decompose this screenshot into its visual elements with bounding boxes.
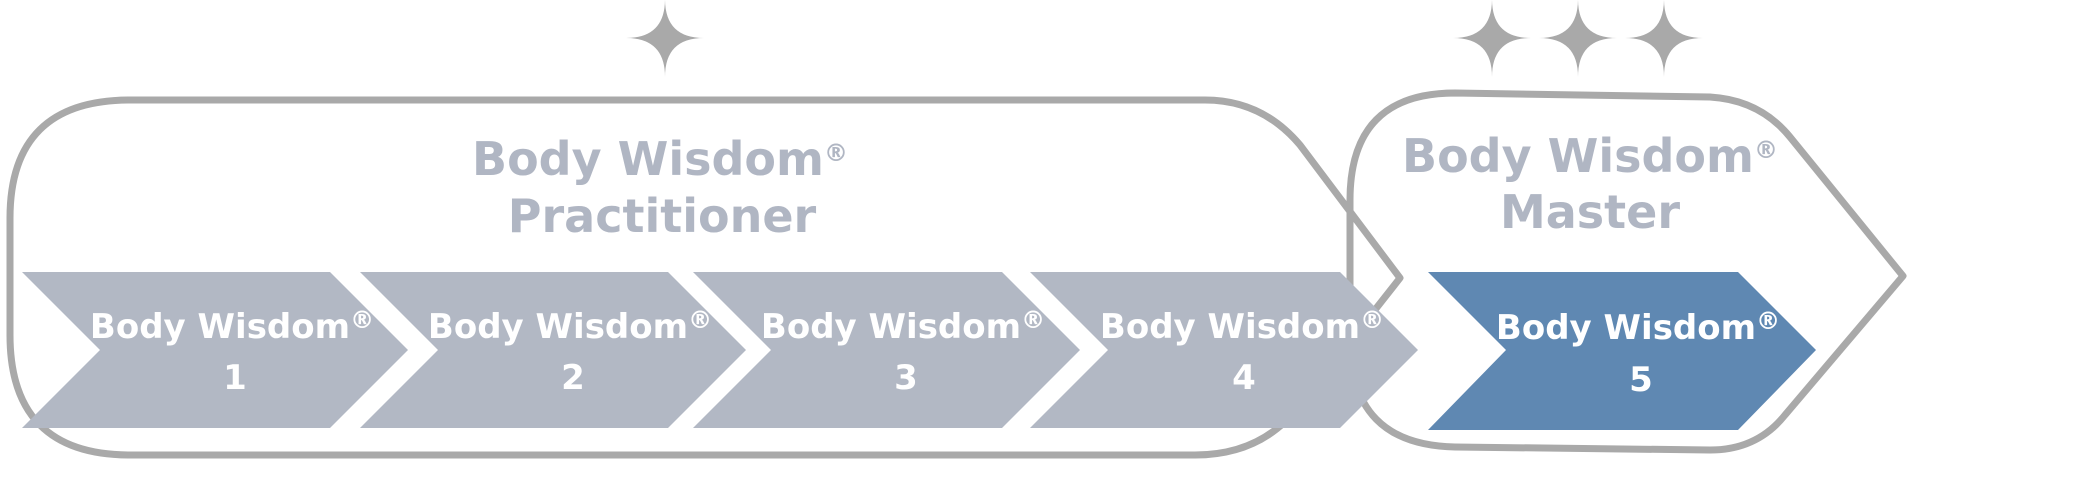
step-1: Body Wisdom® 1 [22, 272, 408, 428]
master-title-registered: ® [1754, 136, 1778, 164]
step-1-chevron [22, 272, 408, 428]
step-5-label: Body Wisdom® [1496, 307, 1780, 348]
step-5-number: 5 [1629, 360, 1653, 400]
practitioner-stars [626, 0, 704, 77]
practitioner-title: Body Wisdom® [472, 132, 848, 186]
step-2-label: Body Wisdom® [428, 306, 712, 347]
step-4: Body Wisdom® 4 [1030, 272, 1418, 428]
step-1-number: 1 [223, 358, 247, 398]
practitioner-title-second-line: Practitioner [508, 189, 817, 243]
master-stars [1453, 0, 1703, 77]
step-3-number: 3 [894, 358, 918, 398]
sparkle-star-icon [626, 0, 704, 77]
step-1-label: Body Wisdom® [90, 306, 374, 347]
step-3-label: Body Wisdom® [761, 306, 1045, 347]
master-title: Body Wisdom® [1402, 129, 1778, 183]
sparkle-star-icon [1625, 0, 1703, 77]
step-2-chevron [360, 272, 746, 428]
step-2-number: 2 [561, 358, 585, 398]
step-4-number: 4 [1232, 358, 1256, 398]
step-5-chevron [1428, 272, 1816, 430]
practitioner-group-frame [6, 96, 1404, 459]
step-5: Body Wisdom® 5 [1428, 272, 1816, 430]
sparkle-star-icon [1539, 0, 1617, 77]
practitioner-title-line1: Body Wisdom [472, 132, 824, 186]
master-title-second-line: Master [1500, 185, 1680, 239]
step-4-label: Body Wisdom® [1100, 306, 1384, 347]
practitioner-title-registered: ® [824, 139, 848, 167]
step-2: Body Wisdom® 2 [360, 272, 746, 428]
master-group-frame [1346, 89, 1907, 454]
step-3-chevron [693, 272, 1080, 428]
step-4-chevron [1030, 272, 1418, 428]
master-title-line1: Body Wisdom [1402, 129, 1754, 183]
step-3: Body Wisdom® 3 [693, 272, 1080, 428]
sparkle-star-icon [1453, 0, 1531, 77]
